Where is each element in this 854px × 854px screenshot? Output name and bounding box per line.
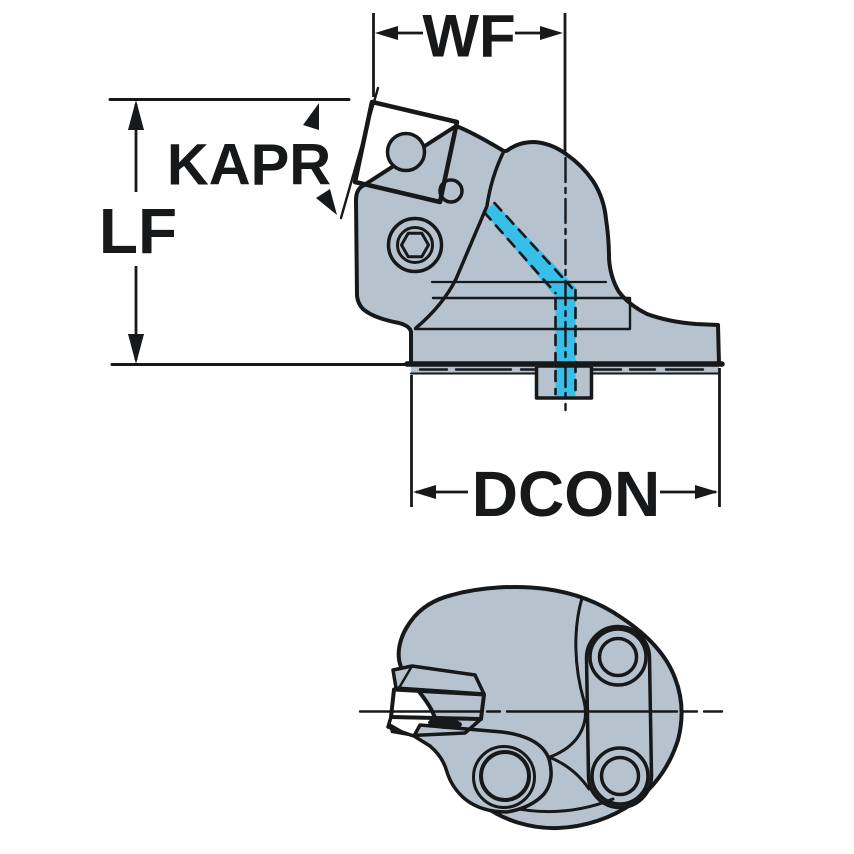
flange-slot-outline — [413, 296, 632, 331]
wf-dimension: WF — [372, 3, 567, 152]
hole-inner — [599, 755, 641, 797]
insert-top-face-edge — [397, 664, 414, 690]
cutting-insert — [352, 99, 460, 205]
kapr-label: KAPR — [167, 133, 331, 198]
screw-hex-socket — [400, 231, 430, 259]
insert-hole — [385, 131, 427, 173]
coupling-pin — [534, 364, 594, 400]
wf-arrowhead-left — [375, 26, 398, 40]
front-contour-connector — [547, 755, 591, 791]
lf-arrowhead-up — [128, 100, 144, 130]
side-view: WF KAPR LF DCON — [99, 3, 725, 530]
screw-hole-bottom-right — [590, 746, 650, 806]
hole-outer — [590, 746, 650, 806]
screw-outer-ring — [386, 216, 444, 274]
wf-arrowhead-right — [540, 26, 563, 40]
front-view — [358, 585, 724, 831]
insert-corner-shadow — [388, 722, 414, 737]
hole-inner — [597, 636, 639, 678]
front-insert-block — [386, 664, 486, 738]
coolant-channel-dashed-edges — [482, 201, 577, 396]
screw-hole-top-right — [588, 627, 648, 687]
kapr-edge-line — [339, 86, 380, 220]
clamp-lobe-ring — [472, 745, 536, 809]
front-boss-stadium — [584, 624, 654, 810]
dcon-label: DCON — [472, 458, 660, 530]
insert-lower-face — [386, 715, 483, 738]
dcon-dimension: DCON — [410, 368, 721, 530]
hex-socket-screw-icon — [386, 216, 444, 274]
screw-hole-bottom-left — [479, 750, 531, 802]
dcon-arrowhead-right — [695, 485, 718, 499]
lf-label: LF — [99, 195, 177, 267]
insert-top-face — [391, 664, 486, 696]
kapr-arrowhead-top — [303, 103, 319, 130]
wf-label: WF — [422, 3, 515, 70]
lf-arrowhead-down — [128, 334, 144, 364]
dcon-arrowhead-left — [413, 485, 436, 499]
pocket-boundary-curve — [414, 151, 505, 330]
kapr-arrowhead-bottom — [316, 189, 337, 215]
kapr-dimension: KAPR — [108, 86, 380, 220]
screw-inner-ring — [396, 226, 434, 264]
hole-outer — [588, 627, 648, 687]
lf-dimension: LF — [99, 100, 411, 366]
insert-seat-shadow — [428, 717, 462, 730]
